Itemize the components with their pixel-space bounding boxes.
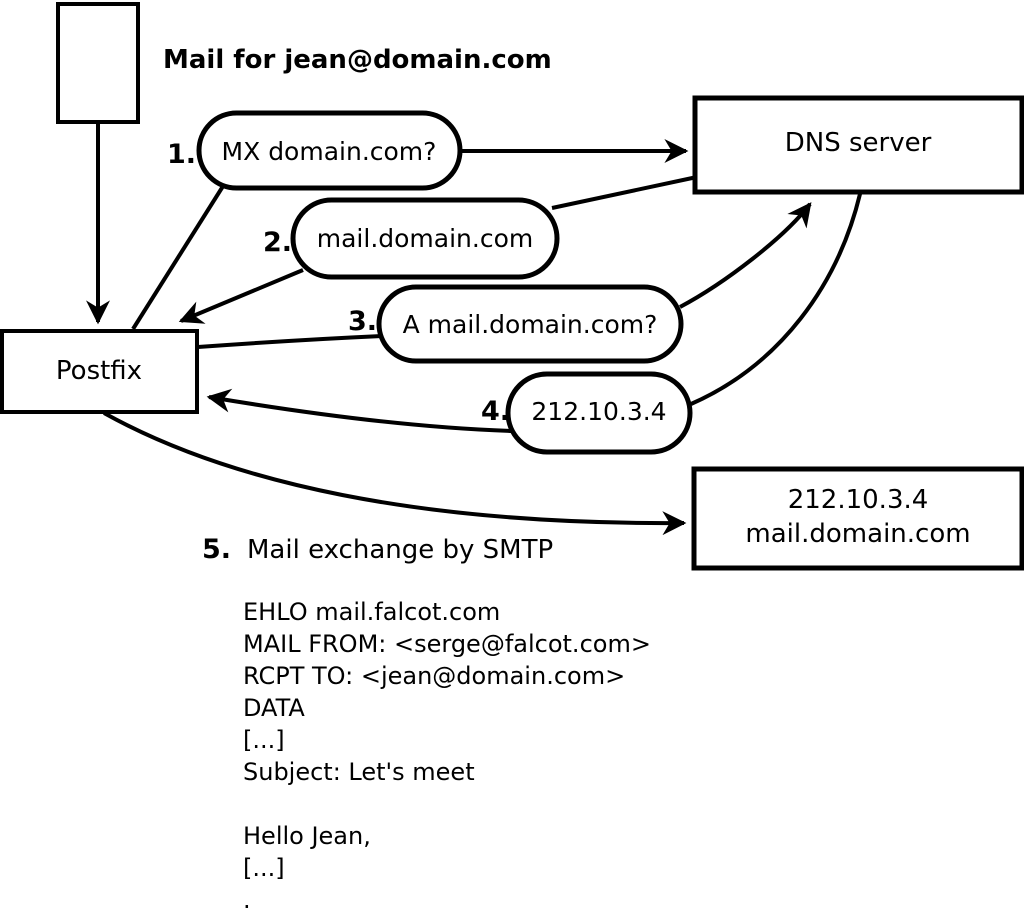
diagram-title: Mail for jean@domain.com	[163, 45, 552, 75]
mail-message-box	[56, 2, 140, 124]
dns-server-box	[692, 95, 1024, 195]
step4-label: 212.10.3.4	[531, 397, 666, 426]
mail-server-ip: 212.10.3.4	[788, 485, 929, 515]
edge-dns-to-step4	[690, 193, 862, 406]
step2-label: mail.domain.com	[317, 224, 533, 253]
step4-number: 4.	[481, 396, 510, 427]
edge-dns-to-step2	[551, 175, 698, 210]
smtp-line: Subject: Let's meet	[243, 758, 475, 786]
step2-pill	[290, 197, 560, 280]
smtp-line: DATA	[243, 694, 305, 722]
smtp-line: RCPT TO: <jean@domain.com>	[243, 662, 625, 690]
smtp-line: Hello Jean,	[243, 822, 371, 850]
arrow-step2-to-postfix	[178, 268, 304, 324]
smtp-line: [...]	[243, 726, 285, 754]
smtp-line: [...]	[243, 854, 285, 882]
edge-postfix-to-step1	[131, 181, 227, 331]
edge-postfix-to-step3	[197, 334, 383, 349]
smtp-session-block: EHLO mail.falcot.com MAIL FROM: <serge@f…	[243, 598, 651, 914]
step3-pill	[376, 284, 684, 364]
step1-number: 1.	[167, 139, 196, 170]
step5-number: 5.	[202, 534, 231, 565]
step1-pill	[196, 110, 463, 191]
postfix-label: Postfix	[56, 356, 142, 386]
dns-server-label: DNS server	[785, 128, 932, 158]
smtp-line: MAIL FROM: <serge@falcot.com>	[243, 630, 651, 658]
step3-number: 3.	[348, 306, 377, 337]
arrow-step3-to-dns	[679, 202, 812, 309]
step3-label: A mail.domain.com?	[403, 310, 658, 339]
mail-server-box	[691, 466, 1024, 571]
postfix-box	[0, 329, 199, 414]
step4-pill	[505, 371, 693, 455]
mail-server-hostname: mail.domain.com	[745, 519, 970, 549]
arrow-postfix-to-mailserver	[103, 411, 687, 536]
smtp-line: .	[243, 886, 251, 914]
step5-label: Mail exchange by SMTP	[247, 535, 553, 565]
arrow-step4-to-postfix	[206, 388, 513, 433]
smtp-line: EHLO mail.falcot.com	[243, 598, 500, 626]
step2-number: 2.	[263, 227, 292, 258]
step1-label: MX domain.com?	[222, 137, 437, 166]
